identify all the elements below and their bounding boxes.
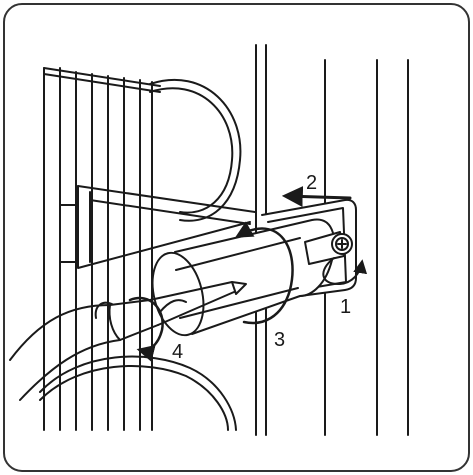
step-label-1: 1 bbox=[340, 296, 351, 318]
screwdriver-icon bbox=[9, 281, 247, 401]
step-arrows bbox=[94, 186, 368, 362]
wire-rack bbox=[39, 67, 242, 431]
step-label-3: 3 bbox=[274, 329, 285, 351]
support-bracket bbox=[59, 185, 256, 269]
screw-icon bbox=[304, 231, 353, 265]
step-label-4: 4 bbox=[172, 341, 183, 363]
step-labels: 1 2 3 4 bbox=[172, 172, 351, 363]
step-label-2: 2 bbox=[306, 172, 317, 194]
